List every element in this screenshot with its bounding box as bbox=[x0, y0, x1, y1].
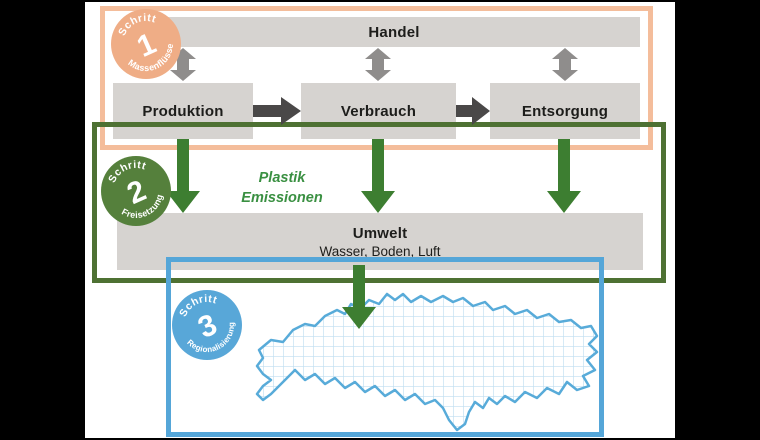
step2-frame bbox=[92, 122, 666, 283]
step2-badge: Schritt 2 Freisetzung bbox=[101, 156, 171, 226]
bidirectional-arrow-icon bbox=[552, 48, 578, 81]
node-entsorgung: Entsorgung bbox=[490, 83, 640, 139]
node-handel: Handel bbox=[148, 17, 640, 47]
node-produktion: Produktion bbox=[113, 83, 253, 139]
step3-frame bbox=[166, 257, 604, 437]
flow-arrow-icon bbox=[253, 97, 301, 125]
node-produktion-label: Produktion bbox=[142, 102, 224, 120]
switzerland-outline bbox=[255, 292, 599, 432]
node-verbrauch-label: Verbrauch bbox=[340, 102, 417, 120]
bidirectional-arrow-icon bbox=[365, 48, 391, 81]
flow-arrow-icon bbox=[456, 97, 490, 125]
node-verbrauch: Verbrauch bbox=[301, 83, 456, 139]
node-umwelt-label: Umwelt bbox=[352, 224, 408, 242]
node-handel-label: Handel bbox=[368, 23, 420, 41]
step3-badge: Schritt 3 Regionalisierung bbox=[172, 290, 242, 360]
emissions-annotation: Plastik Emissionen bbox=[217, 168, 347, 208]
emission-arrow-icon bbox=[342, 265, 376, 329]
emission-arrow-icon bbox=[166, 139, 200, 213]
emissions-line1: Plastik bbox=[258, 170, 306, 186]
node-entsorgung-label: Entsorgung bbox=[521, 102, 609, 120]
emissions-line2: Emissionen bbox=[241, 190, 323, 206]
node-umwelt-sublabel: Wasser, Boden, Luft bbox=[319, 243, 441, 259]
emission-arrow-icon bbox=[361, 139, 395, 213]
switzerland-map bbox=[255, 292, 599, 432]
step1-badge: Schritt 1 Massenflüsse bbox=[111, 9, 181, 79]
emission-arrow-icon bbox=[547, 139, 581, 213]
